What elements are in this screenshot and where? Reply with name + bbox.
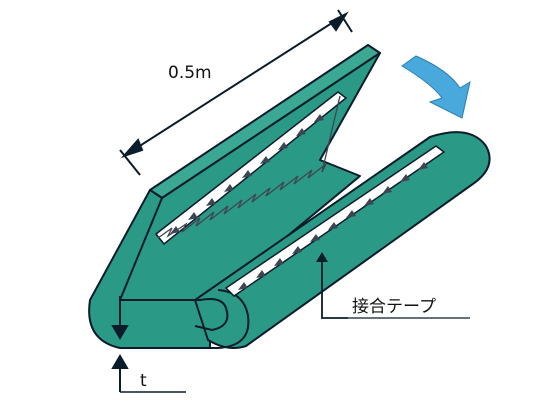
arrow-up-icon	[111, 354, 129, 369]
upper-tape-strip	[154, 91, 348, 246]
lower-tape-strip	[224, 145, 446, 297]
arrow-down-icon	[111, 325, 129, 340]
fold-curl	[120, 298, 229, 332]
tape-leader	[316, 252, 470, 319]
tape-leader-arrow-icon	[316, 252, 328, 262]
lower-tape-triangles	[238, 162, 428, 290]
thickness-dimension	[111, 296, 186, 393]
lower-limb	[120, 131, 491, 349]
length-arrow-left-icon	[120, 138, 144, 159]
upper-tape-teeth	[157, 95, 341, 239]
curved-arrow-icon	[401, 55, 471, 119]
length-arrow-right-icon	[328, 11, 349, 32]
thickness-label: t	[140, 371, 147, 391]
tape-label: 接合テープ	[352, 297, 436, 317]
length-dimension	[119, 9, 353, 176]
upper-tape-triangles	[170, 114, 324, 234]
lower-tape	[224, 145, 446, 297]
length-label: 0.5m	[168, 63, 212, 83]
upper-tape	[154, 91, 348, 246]
